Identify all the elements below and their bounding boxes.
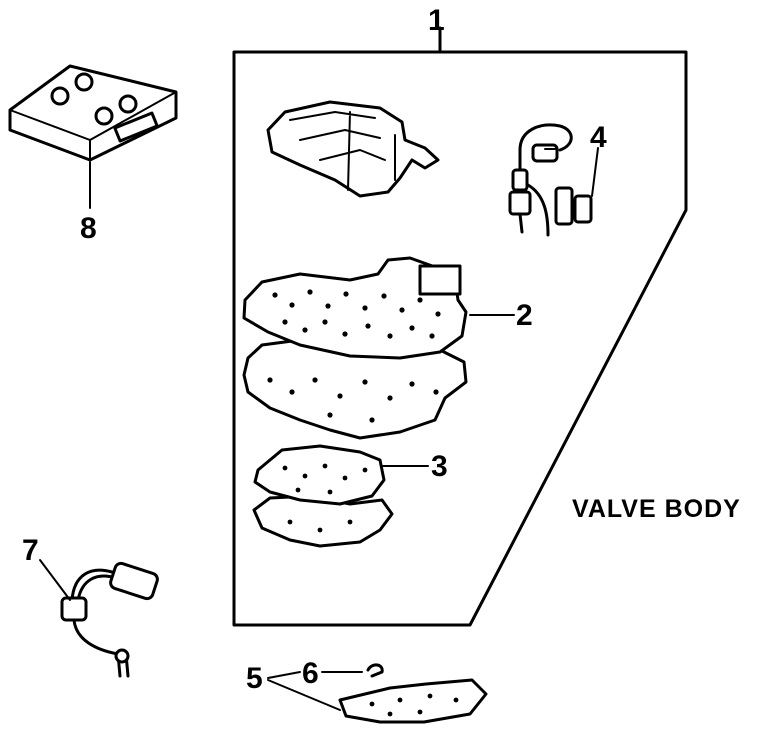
callout-5-leader-upper xyxy=(267,671,301,679)
callout-4-leader xyxy=(591,147,599,197)
callout-5: 5 xyxy=(246,662,263,695)
assembly-outline xyxy=(232,50,688,627)
separator-plate-part-3 xyxy=(252,444,394,548)
separator-plate-texture xyxy=(282,463,368,533)
diagram-title: VALVE BODY xyxy=(572,495,741,523)
valve-body-texture xyxy=(267,289,441,423)
callout-7-leader xyxy=(39,559,71,601)
clip-part-6 xyxy=(366,663,384,678)
callout-7: 7 xyxy=(22,534,39,567)
callout-5-leader-lower xyxy=(267,679,341,711)
main-valve-body-part-2 xyxy=(242,256,468,440)
gasket-part-5 xyxy=(338,678,488,724)
callout-6: 6 xyxy=(302,657,319,690)
callout-8: 8 xyxy=(80,212,97,245)
callout-3: 3 xyxy=(431,450,448,483)
control-module-part-8 xyxy=(8,64,178,162)
callout-4: 4 xyxy=(590,121,607,154)
callout-2: 2 xyxy=(516,299,533,332)
callout-1: 1 xyxy=(428,4,445,37)
sensor-harness-part-4 xyxy=(508,123,593,237)
wiring-harness-part-7 xyxy=(60,561,159,678)
upper-valve-body-casting xyxy=(266,100,440,198)
